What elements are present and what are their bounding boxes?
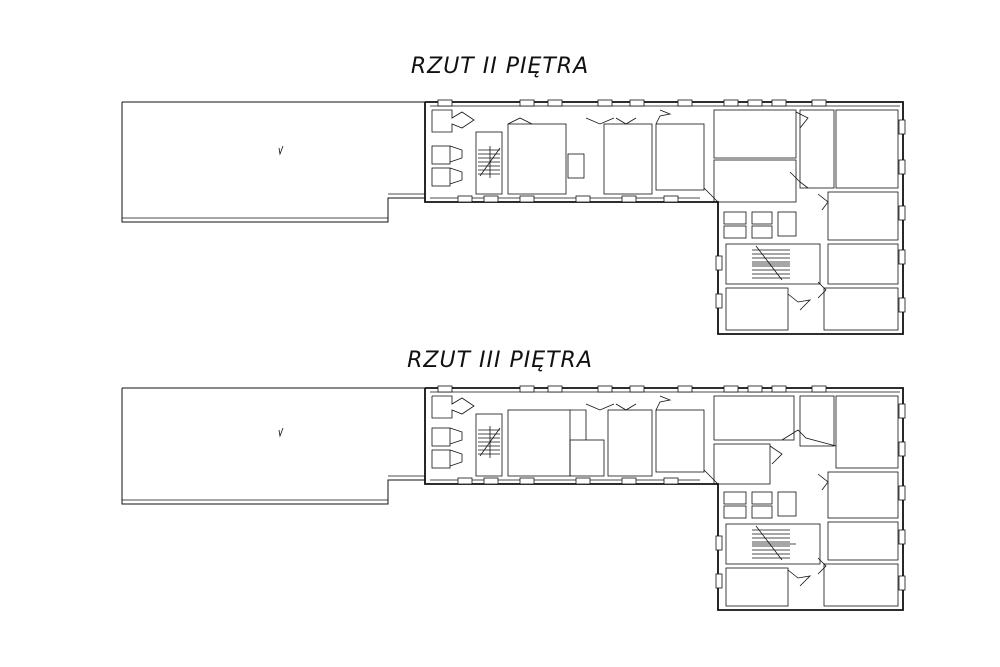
staircase-right [752, 245, 790, 281]
windows-right [715, 119, 906, 313]
staircase-right [752, 525, 796, 561]
plan-title-second-floor: RZUT II PIĘTRA [410, 54, 590, 79]
floor-plan-third-floor [121, 385, 906, 611]
roof-annex [121, 101, 426, 223]
roof-annex [121, 387, 426, 505]
windows-right [715, 403, 906, 591]
floor-plan-second-floor [121, 99, 906, 335]
main-wing [424, 387, 904, 611]
staircase-left [478, 426, 501, 458]
main-wing [424, 101, 904, 335]
rooms-left-wing [431, 109, 719, 203]
rooms-right-wing [713, 395, 899, 607]
plan-title-third-floor: RZUT III PIĘTRA [407, 348, 593, 373]
rooms-right-wing [713, 109, 899, 331]
staircase-left [478, 146, 501, 178]
rooms-left-wing [431, 395, 719, 485]
windows-top [437, 99, 827, 203]
windows-top [437, 385, 827, 485]
